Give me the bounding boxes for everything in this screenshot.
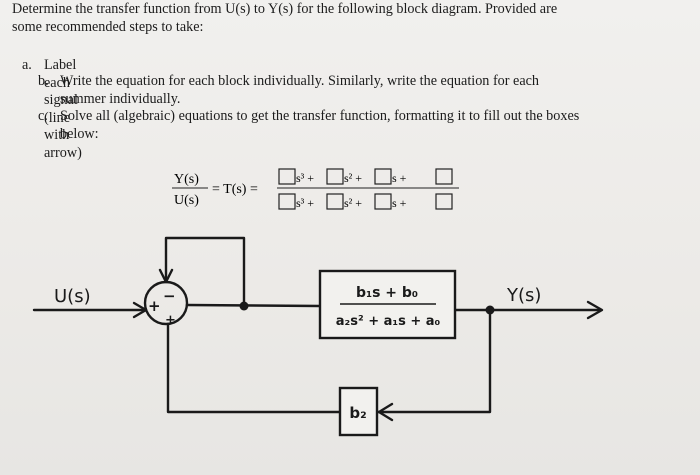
denominator-terms: s³ + s² + s + bbox=[278, 193, 453, 210]
block2-input-arrow-icon bbox=[377, 402, 394, 422]
step-a-marker: a. bbox=[22, 57, 32, 73]
summer-output-line bbox=[185, 303, 322, 308]
inner-feedback-arrow-icon bbox=[158, 268, 174, 284]
output-arrow-icon bbox=[586, 300, 604, 320]
transfer-function-formula: Y(s) U(s) = T(s) = s³ + s² + s + s³ + s²… bbox=[172, 168, 459, 210]
answer-box-den-s1[interactable] bbox=[374, 193, 392, 210]
step-b-text-1: Write the equation for each block indivi… bbox=[60, 73, 540, 89]
pickoff-point-inner bbox=[239, 301, 249, 311]
step-c-text-1: Solve all (algebraic) equations to get t… bbox=[60, 108, 580, 124]
num-term-s3: s³ + bbox=[296, 171, 314, 185]
numerator-terms: s³ + s² + s + bbox=[278, 168, 453, 185]
answer-box-num-s2[interactable] bbox=[326, 168, 344, 185]
step-a-text: Label each signal (line with arrow) bbox=[44, 57, 82, 161]
feedback-block bbox=[338, 386, 379, 437]
step-b-text-2: summer individually. bbox=[60, 90, 181, 107]
summer-sign-top: − bbox=[163, 287, 176, 305]
step-b-marker: b. bbox=[38, 73, 49, 89]
problem-statement: Determine the transfer function from U(s… bbox=[12, 1, 672, 36]
answer-box-den-s0[interactable] bbox=[435, 193, 453, 210]
answer-box-num-s3[interactable] bbox=[278, 168, 296, 185]
den-term-s1: s + bbox=[392, 196, 407, 210]
block2-output-line bbox=[166, 322, 342, 414]
pickoff-point-outer bbox=[485, 305, 495, 315]
step-c-text-2: below: bbox=[60, 125, 99, 142]
intro-line-2: some recommended steps to take: bbox=[12, 18, 204, 35]
den-term-s3: s³ + bbox=[296, 196, 314, 210]
answer-box-den-s2[interactable] bbox=[326, 193, 344, 210]
input-label: U(s) bbox=[54, 286, 91, 307]
num-term-s1: s + bbox=[392, 171, 407, 185]
den-term-s2: s² + bbox=[344, 196, 362, 210]
step-c-marker: c. bbox=[38, 108, 48, 124]
plant-numerator: b₁s + b₀ bbox=[356, 285, 418, 301]
summer-sign-bottom: + bbox=[165, 313, 176, 328]
lhs-denominator: U(s) bbox=[174, 193, 199, 208]
summer-sign-left: + bbox=[148, 297, 161, 315]
num-term-s2: s² + bbox=[344, 171, 362, 185]
equals-T: = T(s) = bbox=[212, 182, 258, 197]
inner-feedback-line bbox=[164, 236, 246, 308]
answer-box-num-s0[interactable] bbox=[435, 168, 453, 185]
feedback-block-label: b₂ bbox=[349, 404, 366, 422]
output-label: Y(s) bbox=[506, 285, 541, 306]
outer-feedback-line bbox=[376, 308, 492, 414]
answer-box-den-s3[interactable] bbox=[278, 193, 296, 210]
intro-line-1: Determine the transfer function from U(s… bbox=[12, 1, 558, 17]
block-diagram: b₁s + b₀ a₂s² + a₁s + a₀ b₂ U(s) Y(s) + … bbox=[32, 236, 604, 437]
answer-box-num-s1[interactable] bbox=[374, 168, 392, 185]
plant-denominator: a₂s² + a₁s + a₀ bbox=[336, 314, 441, 329]
lhs-numerator: Y(s) bbox=[174, 172, 199, 187]
